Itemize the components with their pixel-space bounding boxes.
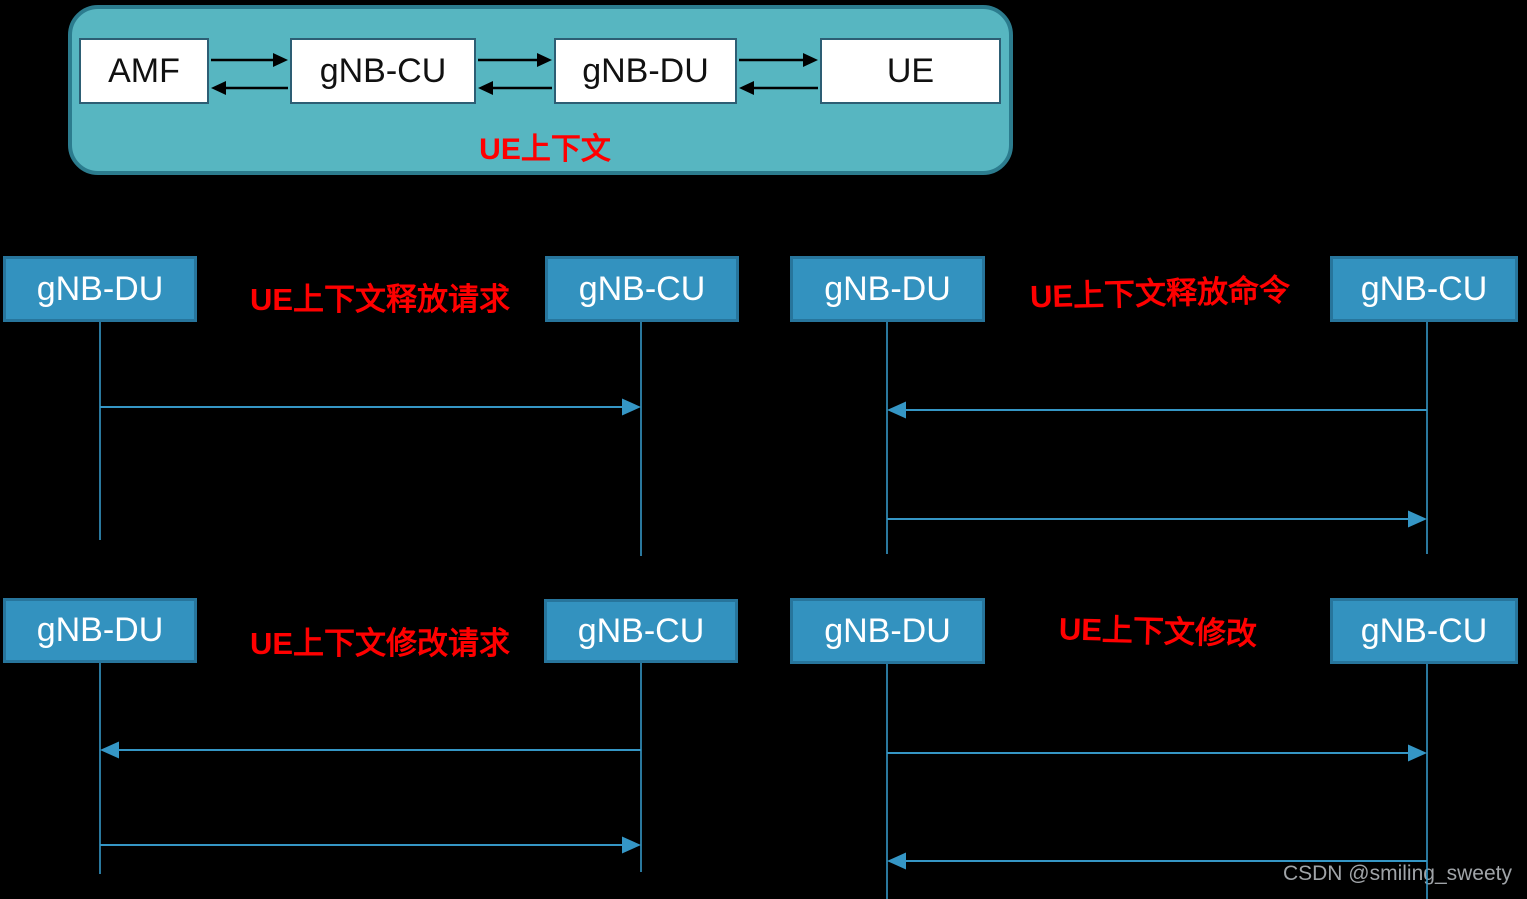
panel3-gnb-cu-box: gNB-CU bbox=[544, 599, 738, 663]
message-arrow-head bbox=[1408, 510, 1427, 528]
panel2-gnb-cu-box: gNB-CU bbox=[1330, 256, 1518, 322]
node-gnb-cu: gNB-CU bbox=[290, 38, 476, 104]
panel3-gnb-du-box: gNB-DU bbox=[3, 598, 197, 663]
node-gnb-du: gNB-DU bbox=[554, 38, 737, 104]
message-arrow-head bbox=[622, 398, 641, 416]
message-arrow-head bbox=[887, 401, 906, 419]
panel1-gnb-cu-box: gNB-CU bbox=[545, 256, 739, 322]
watermark: CSDN @smiling_sweety bbox=[1282, 862, 1512, 885]
message-arrow-head bbox=[887, 852, 906, 870]
panel2-title: UE上下文释放命令 bbox=[1029, 272, 1291, 315]
message-arrow-head bbox=[1408, 744, 1427, 762]
message-arrow-head bbox=[622, 836, 641, 854]
panel3-title: UE上下文修改请求 bbox=[249, 626, 511, 661]
panel4-title: UE上下文修改 bbox=[1058, 611, 1258, 652]
panel1-title: UE上下文释放请求 bbox=[249, 282, 511, 317]
panel4-gnb-cu-box: gNB-CU bbox=[1330, 598, 1518, 664]
panel1-gnb-du-box: gNB-DU bbox=[3, 256, 197, 322]
node-ue: UE bbox=[820, 38, 1001, 104]
ue-context-caption: UE上下文 bbox=[479, 133, 611, 166]
node-amf: AMF bbox=[79, 38, 209, 104]
panel2-gnb-du-box: gNB-DU bbox=[790, 256, 985, 322]
panel4-gnb-du-box: gNB-DU bbox=[790, 598, 985, 664]
message-arrow-head bbox=[100, 741, 119, 759]
